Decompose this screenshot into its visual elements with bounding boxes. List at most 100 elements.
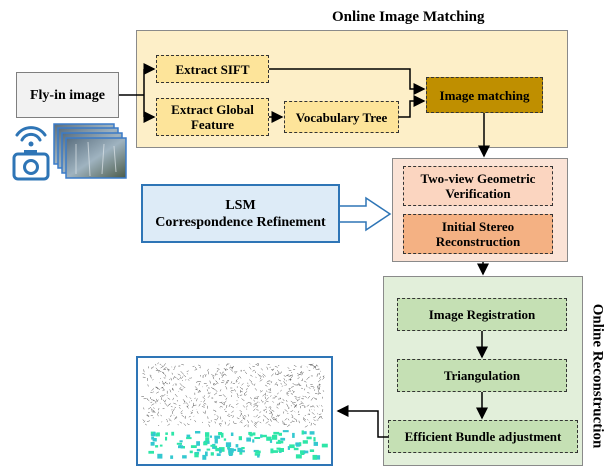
camera-marker bbox=[221, 432, 224, 438]
camera-marker bbox=[165, 432, 168, 435]
camera-marker bbox=[152, 438, 157, 442]
lsm-refinement-box: LSM Correspondence Refinement bbox=[141, 184, 340, 243]
connector-bundle-pointcloud bbox=[336, 405, 388, 438]
camera-marker bbox=[254, 437, 261, 439]
camera-marker bbox=[313, 441, 318, 446]
camera-marker bbox=[219, 447, 225, 452]
camera-marker bbox=[280, 437, 286, 441]
camera-marker bbox=[266, 436, 272, 441]
camera-marker bbox=[150, 442, 155, 446]
camera-marker bbox=[276, 441, 281, 444]
camera-marker bbox=[241, 447, 245, 450]
triangulation-box: Triangulation bbox=[397, 359, 567, 392]
camera-marker bbox=[214, 438, 218, 444]
camera-marker bbox=[239, 450, 245, 453]
camera-marker bbox=[153, 432, 156, 435]
camera-marker bbox=[278, 432, 282, 436]
camera-marker bbox=[272, 434, 278, 440]
camera-marker bbox=[309, 431, 315, 435]
wifi-camera-icon bbox=[12, 126, 50, 181]
fly-in-image-box: Fly-in image bbox=[16, 72, 119, 118]
camera-marker bbox=[257, 454, 260, 458]
camera-marker bbox=[170, 455, 174, 459]
camera-marker bbox=[186, 437, 192, 440]
camera-marker bbox=[159, 444, 163, 447]
camera-marker bbox=[176, 442, 182, 445]
camera-positions bbox=[148, 430, 328, 460]
camera-marker bbox=[205, 432, 210, 437]
camera-marker bbox=[255, 450, 261, 454]
point-cloud-render bbox=[141, 362, 328, 460]
two-view-verification-box: Two-view Geometric Verification bbox=[403, 166, 553, 206]
camera-marker bbox=[148, 450, 154, 454]
camera-marker bbox=[252, 432, 256, 436]
camera-marker bbox=[223, 438, 227, 441]
camera-marker bbox=[295, 454, 302, 459]
camera-marker bbox=[292, 432, 295, 438]
camera-marker bbox=[237, 447, 243, 452]
camera-marker bbox=[321, 443, 328, 448]
camera-marker bbox=[301, 430, 304, 435]
camera-marker bbox=[239, 451, 243, 455]
image-matching-box: Image matching bbox=[426, 77, 543, 113]
extract-sift-box: Extract SIFT bbox=[156, 55, 269, 83]
bundle-adjustment-box: Efficient Bundle adjustment bbox=[388, 420, 578, 453]
camera-marker bbox=[238, 436, 242, 441]
camera-marker bbox=[282, 430, 289, 433]
camera-marker bbox=[209, 435, 212, 438]
camera-marker bbox=[306, 436, 312, 440]
camera-marker bbox=[269, 439, 273, 443]
camera-marker bbox=[155, 445, 159, 448]
camera-marker bbox=[302, 440, 308, 444]
camera-marker bbox=[215, 448, 220, 451]
camera-marker bbox=[230, 432, 234, 436]
camera-marker bbox=[249, 433, 253, 437]
vocabulary-tree-box: Vocabulary Tree bbox=[284, 101, 399, 133]
camera-marker bbox=[214, 445, 218, 450]
camera-marker bbox=[186, 434, 191, 439]
camera-marker bbox=[218, 432, 222, 436]
camera-marker bbox=[190, 445, 197, 448]
camera-marker bbox=[189, 450, 193, 454]
initial-stereo-reconstruction-box: Initial Stereo Reconstruction bbox=[403, 214, 553, 254]
image-registration-box: Image Registration bbox=[397, 298, 567, 331]
camera-marker bbox=[289, 444, 295, 449]
camera-marker bbox=[278, 448, 284, 452]
camera-marker bbox=[165, 436, 168, 441]
camera-marker bbox=[157, 453, 163, 459]
lsm-hollow-arrow bbox=[340, 196, 392, 232]
camera-marker bbox=[261, 434, 267, 438]
online-reconstruction-title: Online Reconstruction bbox=[589, 303, 606, 449]
camera-marker bbox=[313, 437, 316, 442]
camera-marker bbox=[293, 447, 299, 451]
camera-marker bbox=[179, 440, 183, 443]
camera-marker bbox=[214, 435, 221, 439]
camera-marker bbox=[312, 454, 318, 460]
camera-marker bbox=[219, 448, 222, 454]
online-image-matching-title: Online Image Matching bbox=[332, 9, 485, 25]
camera-marker bbox=[196, 448, 201, 452]
extract-global-feature-box: Extract Global Feature bbox=[156, 98, 269, 136]
camera-marker bbox=[309, 449, 315, 452]
camera-marker bbox=[156, 432, 160, 437]
camera-marker bbox=[225, 442, 232, 448]
camera-marker bbox=[273, 431, 280, 435]
camera-marker bbox=[252, 439, 255, 443]
camera-marker bbox=[205, 437, 210, 442]
camera-marker bbox=[303, 450, 309, 454]
camera-marker bbox=[182, 455, 187, 459]
camera-marker bbox=[202, 454, 207, 460]
camera-marker bbox=[205, 451, 208, 457]
camera-marker bbox=[299, 442, 302, 447]
camera-marker bbox=[295, 442, 300, 446]
camera-marker bbox=[196, 441, 200, 446]
camera-marker bbox=[300, 451, 305, 455]
camera-marker bbox=[246, 437, 251, 442]
camera-marker bbox=[302, 431, 307, 435]
camera-marker bbox=[206, 448, 211, 451]
camera-marker bbox=[178, 445, 184, 449]
camera-marker bbox=[195, 431, 201, 434]
camera-marker bbox=[227, 448, 232, 451]
camera-marker bbox=[210, 452, 214, 456]
image-stack-icon bbox=[53, 123, 127, 179]
